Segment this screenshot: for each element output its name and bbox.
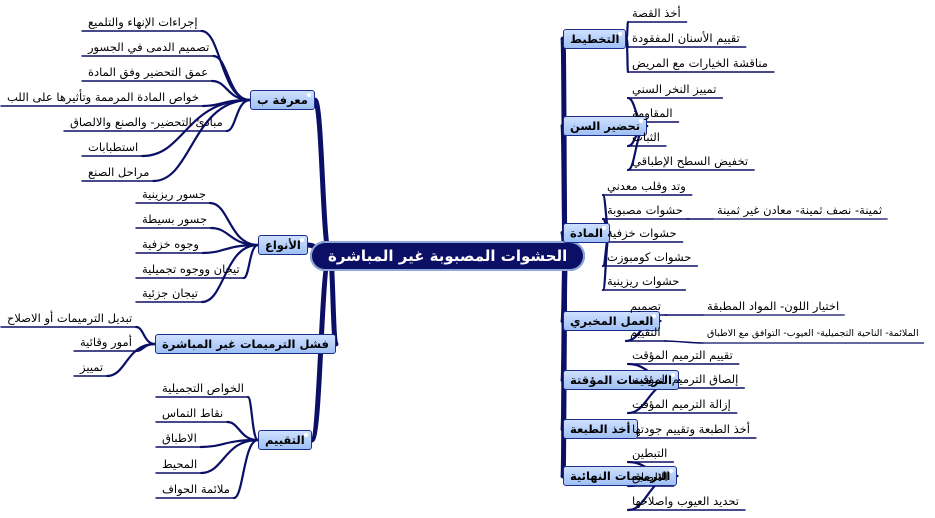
branch-impression[interactable]: أخذ الطبعة (563, 419, 638, 439)
topic-temp-evaluation[interactable]: تقييم الترميم المؤقت (632, 348, 733, 362)
topic-contour[interactable]: المحيط (162, 457, 198, 471)
child-connector (200, 438, 260, 475)
topic-partial-crowns[interactable]: تيجان جزئية (142, 286, 198, 300)
branch-types[interactable]: الأنواع (258, 235, 308, 255)
branch-temporary-restorations[interactable]: الترميمات المؤقتة (563, 370, 679, 390)
subtopic-fit-aesthetics[interactable]: الملائمة- الناحية التجميلية- العيوب- الت… (707, 328, 919, 339)
child-connector (246, 395, 260, 442)
topic-occlusal-reduction[interactable]: تخفيض السطح الإطباقي (632, 154, 749, 168)
topic-discuss-options[interactable]: مناقشة الخيارات مع المريض (632, 56, 768, 70)
branch-lab-work-label: العمل المخبري (570, 314, 654, 328)
topic-lining[interactable]: التبطين (632, 446, 668, 460)
pin-icon (303, 433, 308, 437)
topic-identification[interactable]: تمييز (80, 360, 104, 374)
branch-failure[interactable]: فشل الترميمات غير المباشرة (155, 334, 336, 354)
branch-connector (312, 97, 333, 259)
branch-failure-label: فشل الترميمات غير المباشرة (162, 337, 329, 351)
branch-connector (560, 253, 568, 479)
topic-missing-teeth[interactable]: تقييم الأسنان المفقودة (632, 31, 740, 45)
topic-resistance[interactable]: المقاومة (632, 106, 673, 120)
branch-planning-label: التخطيط (570, 32, 620, 46)
pin-icon (601, 226, 606, 230)
child-connector (625, 20, 630, 41)
topic-caries-detection[interactable]: تمييز النخر السني (632, 82, 717, 96)
topic-defect-correction[interactable]: تحديد العيوب واصلاحها (632, 494, 739, 508)
child-connector (232, 438, 260, 500)
pin-icon (306, 93, 311, 97)
topic-composite[interactable]: حشوات كومبوزت (607, 250, 692, 264)
branch-tooth-prep[interactable]: تحضير السن (563, 116, 648, 136)
subtopic-shade-materials[interactable]: اختيار اللون- المواد المطبقة (707, 299, 840, 313)
topic-lab-evaluation[interactable]: التقييم (630, 325, 661, 339)
topic-design[interactable]: تصميم (630, 299, 661, 313)
topic-margin-fit[interactable]: ملائمة الحواف (162, 482, 230, 496)
topic-cementation[interactable]: الالصاق (632, 470, 668, 484)
topic-pulp-effects[interactable]: خواص المادة المرممة وتأثيرها على اللب (7, 90, 199, 104)
pin-icon (670, 373, 675, 377)
topic-replace-repair[interactable]: تبديل الترميمات أو الاصلاح (7, 311, 133, 325)
subtopic-metal-types[interactable]: ثمينة- نصف ثمينة- معادن غير ثمينة (717, 203, 883, 217)
branch-material-label: المادة (570, 226, 603, 240)
topic-simple-bridges[interactable]: جسور بسيطة (142, 212, 208, 226)
branch-types-label: الأنواع (265, 238, 301, 252)
child-connector (135, 325, 157, 346)
topic-planning-history[interactable]: أخذ القصة (632, 6, 681, 20)
topic-occlusion[interactable]: الاطباق (162, 431, 197, 445)
branch-lab-work[interactable]: العمل المخبري (563, 311, 661, 331)
pin-icon (639, 119, 644, 123)
branch-material[interactable]: المادة (563, 223, 610, 243)
pin-icon (652, 314, 657, 318)
branch-evaluation[interactable]: التقييم (258, 430, 312, 450)
topic-crowns-aesthetic[interactable]: تيجان ووجوه تجميلية (142, 262, 240, 276)
topic-resin[interactable]: حشوات ريزينية (607, 274, 680, 288)
topic-finishing-polishing[interactable]: إجراءات الإنهاء والتلميع (88, 15, 198, 29)
branch-knowledge-label: معرفة ب (257, 93, 308, 107)
topic-post-core[interactable]: وتد وقلب معدني (607, 179, 686, 193)
sub-connector (663, 340, 704, 344)
child-connector (141, 98, 252, 158)
branch-evaluation-label: التقييم (265, 433, 305, 447)
child-connector (625, 37, 630, 74)
branch-planning[interactable]: التخطيط (563, 29, 627, 49)
topic-fabrication-stages[interactable]: مراحل الصنع (88, 165, 150, 179)
pin-icon (299, 238, 304, 242)
child-connector (106, 342, 157, 378)
branch-final-restorations[interactable]: الترميمات النهائية (563, 466, 678, 486)
topic-principles[interactable]: مبادئ التحضير- والصنع والالصاق (70, 115, 223, 129)
central-topic[interactable]: الحشوات المصبوبة غير المباشرة (310, 241, 586, 271)
topic-ceramic[interactable]: حشوات خزفية (607, 226, 677, 240)
topic-pontic-design[interactable]: تصميم الدمى في الجسور (88, 40, 210, 54)
branch-temporary-restorations-label: الترميمات المؤقتة (570, 373, 672, 387)
topic-prep-depth[interactable]: عمق التحضير وفق المادة (88, 65, 209, 79)
topic-contact-points[interactable]: نقاط التماس (162, 406, 224, 420)
topic-impression-quality[interactable]: أخذ الطبعة وتقييم جودتها (632, 422, 750, 436)
child-connector (152, 98, 252, 183)
topic-prevention[interactable]: أمور وقائية (80, 335, 132, 349)
child-connector (200, 243, 260, 304)
topic-temp-removal[interactable]: إزالة الترميم المؤقت (632, 397, 731, 411)
topic-cast-restorations[interactable]: حشوات مصبوبة (607, 203, 683, 217)
branch-final-restorations-label: الترميمات النهائية (570, 469, 671, 483)
pin-icon (618, 32, 623, 36)
topic-retention[interactable]: الثبات (632, 130, 660, 144)
topic-indications[interactable]: استطبابات (88, 140, 139, 154)
topic-aesthetic-props[interactable]: الخواص التجميلية (162, 381, 244, 395)
topic-temp-cementation[interactable]: إلصاق الترميم المؤقت (632, 372, 739, 386)
branch-tooth-prep-label: تحضير السن (570, 119, 641, 133)
child-connector (242, 243, 260, 280)
branch-knowledge[interactable]: معرفة ب (250, 90, 315, 110)
pin-icon (669, 469, 674, 473)
topic-veneers[interactable]: وجوه خزفية (142, 237, 199, 251)
topic-resin-bridges[interactable]: جسور ريزينية (142, 187, 206, 201)
branch-impression-label: أخذ الطبعة (570, 422, 631, 436)
